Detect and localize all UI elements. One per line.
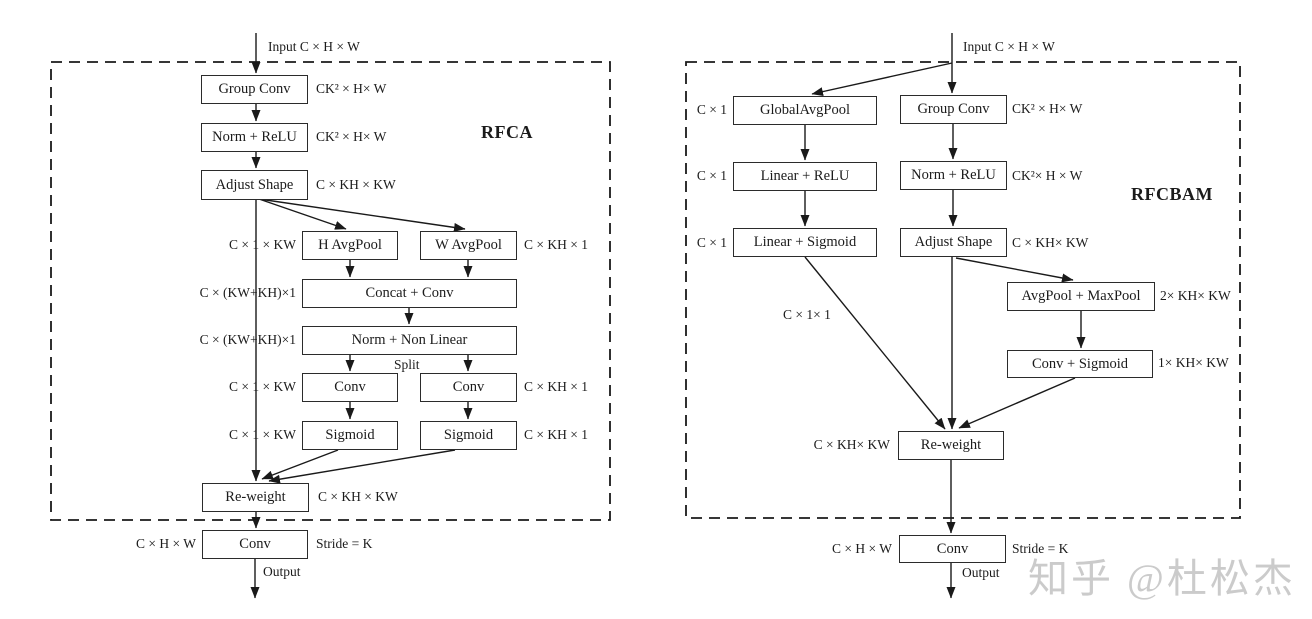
arrow (811, 62, 953, 97)
rfca-box-conv-out: Conv (202, 530, 308, 559)
rfcbam-box-reweight: Re-weight (898, 431, 1004, 460)
rfca-box-sigmoid-w: Sigmoid (420, 421, 517, 450)
rfca-box-sigmoid-h: Sigmoid (302, 421, 398, 450)
rfcbam-shape-conv-out-in: C × H × W (832, 541, 892, 556)
rfca-shape-sigmoid-h: C × 1 × KW (229, 427, 296, 442)
rfcbam-shape-conv-out-stride: Stride = K (1012, 541, 1069, 556)
rfcbam-input-label: Input C × H × W (963, 39, 1055, 54)
rfca-shape-conv-w: C × KH × 1 (524, 379, 588, 394)
rfcbam-arrows (800, 33, 1086, 599)
rfca-shape-concat-conv: C × (KW+KH)×1 (199, 285, 296, 300)
rfca-shape-group-conv: CK² × H× W (316, 81, 387, 96)
rfca-box-reweight: Re-weight (202, 483, 309, 512)
rfca-input-label: Input C × H × W (268, 39, 360, 54)
rfcbam-box-adjust-shape: Adjust Shape (900, 228, 1007, 257)
rfcbam-shape-adjust-shape: C × KH× KW (1012, 235, 1089, 250)
rfca-shape-conv-h: C × 1 × KW (229, 379, 296, 394)
rfca-box-group-conv: Group Conv (201, 75, 308, 104)
rfca-box-norm-nonlinear: Norm + Non Linear (302, 326, 517, 355)
rfca-arrows (250, 33, 473, 599)
rfca-box-concat-conv: Concat + Conv (302, 279, 517, 308)
rfca-box-conv-w: Conv (420, 373, 517, 402)
rfcbam-box-linear-sigmoid: Linear + Sigmoid (733, 228, 877, 257)
rfcbam-box-conv-sigmoid: Conv + Sigmoid (1007, 350, 1153, 378)
rfcbam-box-avgpool-maxpool: AvgPool + MaxPool (1007, 282, 1155, 311)
rfca-shape-reweight: C × KH × KW (318, 489, 398, 504)
rfcbam-shape-linear-sigmoid: C × 1 (696, 235, 727, 250)
rfca-box-conv-h: Conv (302, 373, 398, 402)
rfca-box-h-avgpool: H AvgPool (302, 231, 398, 260)
rfca-output-label: Output (263, 564, 301, 579)
rfca-shape-norm-relu: CK² × H× W (316, 129, 387, 144)
rfca-title: RFCA (481, 122, 533, 142)
rfcbam-shape-conv-sigmoid: 1× KH× KW (1158, 355, 1229, 370)
rfca-box-w-avgpool: W AvgPool (420, 231, 517, 260)
arrow (261, 449, 339, 480)
rfcbam-shape-reweight: C × KH× KW (813, 437, 890, 452)
rfcbam-box-group-conv: Group Conv (900, 95, 1007, 124)
rfcbam-title: RFCBAM (1131, 184, 1213, 204)
rfcbam-shape-norm-relu: CK²× H × W (1012, 168, 1083, 183)
rfcbam-box-linear-relu: Linear + ReLU (733, 162, 877, 191)
rfcbam-shape-linear-relu: C × 1 (696, 168, 727, 183)
rfcbam-box-global-avgpool: GlobalAvgPool (733, 96, 877, 125)
arrow (258, 198, 466, 232)
rfca-split-label: Split (394, 357, 420, 372)
rfcbam-shape-group-conv: CK² × H× W (1012, 101, 1083, 116)
rfca-box-norm-relu: Norm + ReLU (201, 123, 308, 152)
rfca-shape-adjust-shape: C × KH × KW (316, 177, 396, 192)
arrow (958, 377, 1076, 429)
rfcbam-box-conv-out: Conv (899, 535, 1006, 563)
rfcbam-shape-global-avgpool: C × 1 (696, 102, 727, 117)
arrow (258, 198, 347, 230)
rfca-shape-sigmoid-w: C × KH × 1 (524, 427, 588, 442)
rfca-shape-h-avgpool: C × 1 × KW (229, 237, 296, 252)
arrow (804, 256, 946, 430)
rfcbam-box-norm-relu: Norm + ReLU (900, 161, 1007, 190)
rfcbam-shape-branch: C × 1× 1 (783, 307, 831, 322)
rfca-shape-w-avgpool: C × KH × 1 (524, 237, 588, 252)
arrow (955, 257, 1074, 283)
rfcbam-shape-avgpool-maxpool: 2× KH× KW (1160, 288, 1231, 303)
watermark-text: 知乎 @杜松杰 (1028, 556, 1296, 601)
rfca-shape-conv-out-in: C × H × W (136, 536, 196, 551)
arrow (268, 449, 456, 484)
rfca-dashed-border (50, 61, 611, 521)
rfcbam-output-label: Output (962, 565, 1000, 580)
rfca-shape-conv-out-stride: Stride = K (316, 536, 373, 551)
rfca-box-adjust-shape: Adjust Shape (201, 170, 308, 200)
rfca-shape-norm-nonlinear: C × (KW+KH)×1 (199, 332, 296, 347)
rfcbam-dashed-border (685, 61, 1241, 519)
